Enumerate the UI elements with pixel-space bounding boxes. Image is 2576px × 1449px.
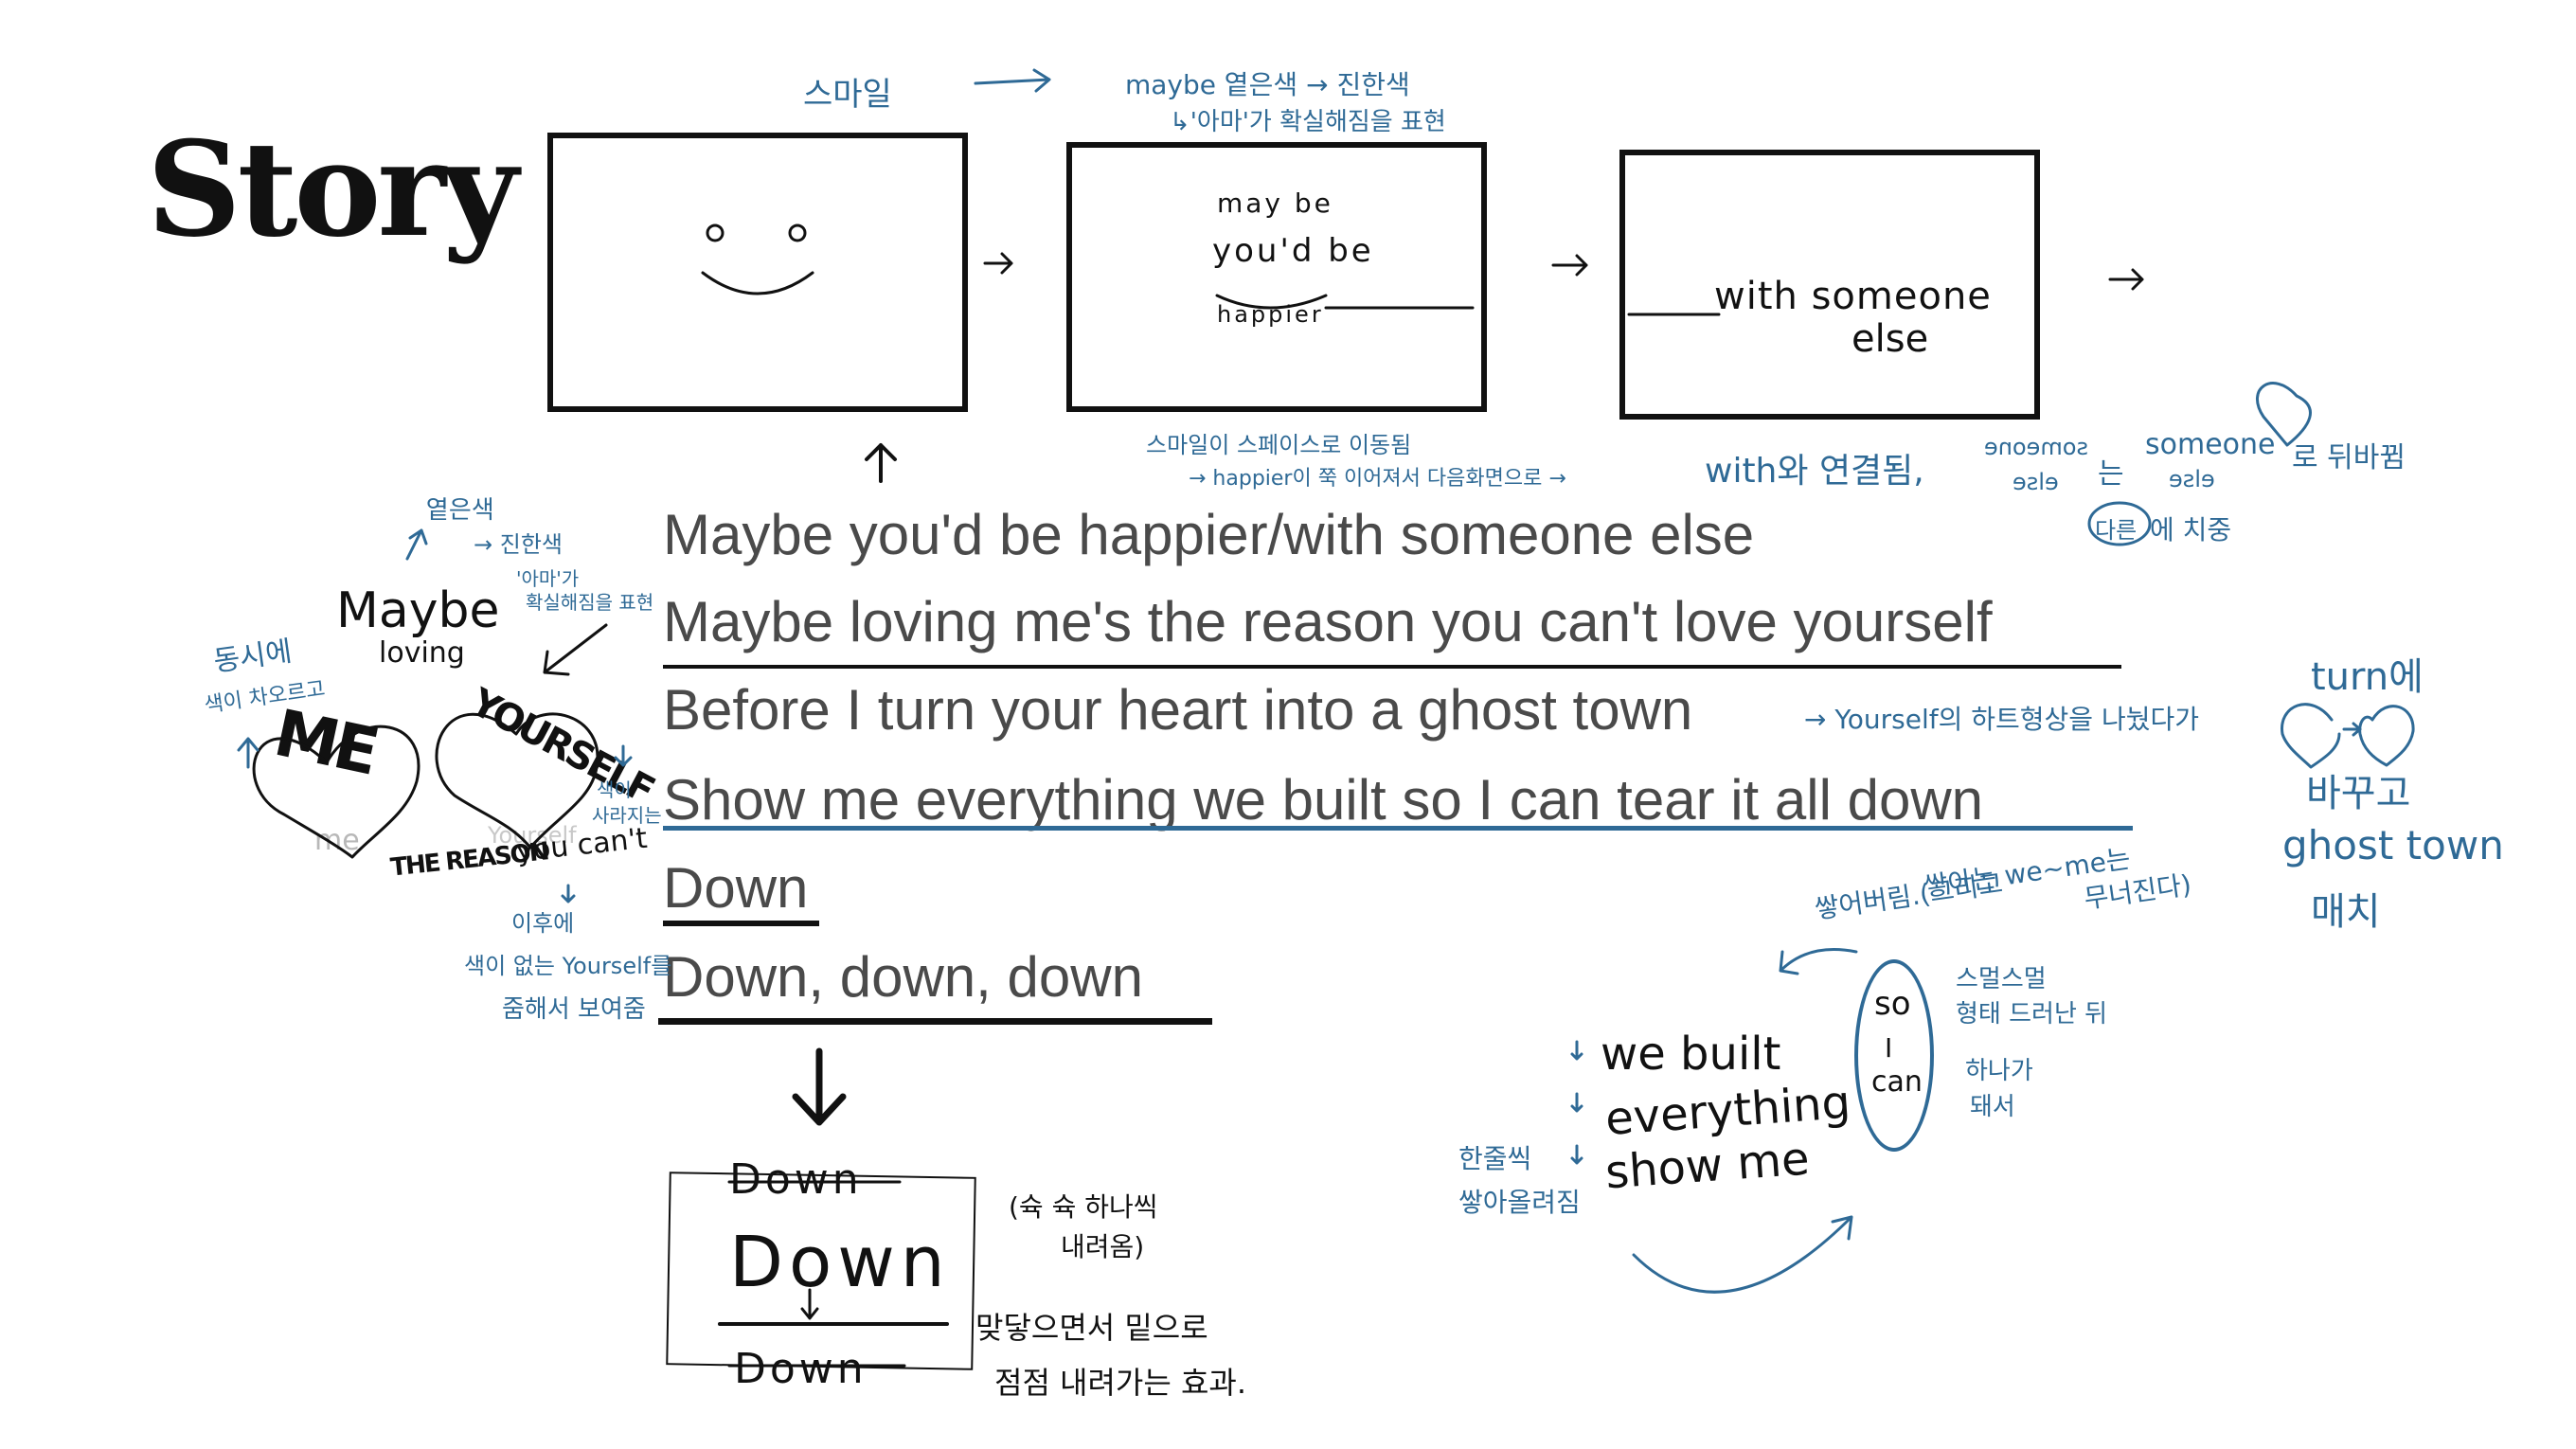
left-note-2: → 진한색 (474, 531, 563, 558)
built-note-9: 쌓아올려짐 (1458, 1187, 1581, 1218)
lyric-line-5: Down (663, 856, 809, 920)
lyric-underline-6 (658, 1018, 1212, 1025)
built-stack-1: we built (1601, 1028, 1781, 1081)
built-note-5: 형태 드러난 뒤 (1956, 1000, 2108, 1029)
right-turn-note: turn에 (2311, 655, 2424, 699)
down-box-bottom: Down (734, 1345, 868, 1393)
so-i-can-ellipse (1854, 959, 1934, 1152)
built-note-7: 돼서 (1970, 1093, 2015, 1121)
built-can: can (1871, 1065, 1923, 1099)
frame2-text-maybe: may be (1217, 188, 1333, 219)
mirror-note-h: 에 치중 (2150, 514, 2232, 546)
lyric-line-6: Down, down, down (663, 945, 1143, 1009)
right-swap-note: 바꾸고 (2306, 772, 2411, 815)
lyric-underline-5 (663, 921, 819, 926)
built-i: I (1885, 1032, 1893, 1064)
down-box-note-1: (슉 슉 하나씩 (1009, 1191, 1158, 1223)
frame2-note-1: maybe 옅은색 → 진한색 (1125, 69, 1410, 100)
storyboard-frame-2 (1066, 142, 1487, 412)
lyric-line-2: Maybe loving me's the reason you can't l… (663, 590, 1993, 653)
lyric-line-1: Maybe you'd be happier/with someone else (663, 503, 1755, 566)
left-note-10: 색이 없는 Yourself를 (464, 953, 672, 979)
left-maybe: Maybe (336, 582, 500, 639)
below-frames-note-2: → happier이 쭉 이어져서 다음화면으로 → (1189, 467, 1566, 491)
built-so: so (1874, 985, 1911, 1023)
frame2-note-2: ↳'아마'가 확실해짐을 표현 (1170, 108, 1446, 136)
left-note-9: 이후에 (511, 910, 575, 937)
left-note-3: '아마'가 (516, 567, 580, 590)
left-loving: loving (379, 636, 465, 670)
left-note-1: 옅은색 (426, 496, 494, 525)
frame3-text-else: else (1852, 317, 1929, 361)
storyboard-frame-3 (1619, 150, 2040, 420)
down-box-note-2: 내려옴) (1061, 1231, 1145, 1262)
down-box-note-4: 점점 내려가는 효과. (994, 1365, 1247, 1401)
left-note-8: 사라지는 (592, 804, 662, 827)
down-box-top: Down (729, 1155, 863, 1204)
frame2-text-youd-be: you'd be (1212, 232, 1374, 270)
left-note-11: 줌해서 보여줌 (502, 995, 646, 1024)
below-frames-note-1: 스마일이 스페이스로 이동됨 (1146, 432, 1412, 458)
down-box-note-3: 맞닿으면서 밑으로 (975, 1310, 1208, 1346)
frame1-note: 스마일 (803, 76, 892, 114)
lyric-line-4: Show me everything we built so I can tea… (663, 768, 1984, 832)
frame3-text-with-someone: with someone (1714, 275, 1992, 318)
left-me: me (314, 824, 360, 857)
built-note-4: 스멀스멀 (1956, 965, 2047, 993)
right-ghost-note: ghost town (2282, 822, 2504, 868)
mirror-note-f: 로 뒤바뀜 (2292, 441, 2406, 474)
right-match-note: 매치 (2311, 890, 2381, 934)
frame2-text-happier: happier (1217, 301, 1324, 328)
lyric-line-3: Before I turn your heart into a ghost to… (663, 678, 1693, 742)
lyric-underline-4 (663, 826, 2133, 831)
down-box-mid: Down (729, 1222, 951, 1303)
heart-split-note: → Yourself의 하트형상을 나눴다가 (1804, 704, 2199, 735)
page-title: Story (147, 112, 518, 266)
below-frames-note-3: with와 연결됨, (1705, 452, 1924, 491)
left-note-4: 확실해짐을 표현 (526, 591, 654, 614)
lyric-underline-2 (663, 665, 2121, 669)
storyboard-frame-1 (547, 133, 968, 412)
left-note-7: 색이 (597, 778, 632, 801)
mirror-note-c: 는 (2098, 457, 2124, 491)
built-note-6: 하나가 (1965, 1057, 2033, 1085)
built-note-8: 한줄씩 (1458, 1143, 1532, 1174)
mirror-note-d: someone (2145, 428, 2276, 461)
